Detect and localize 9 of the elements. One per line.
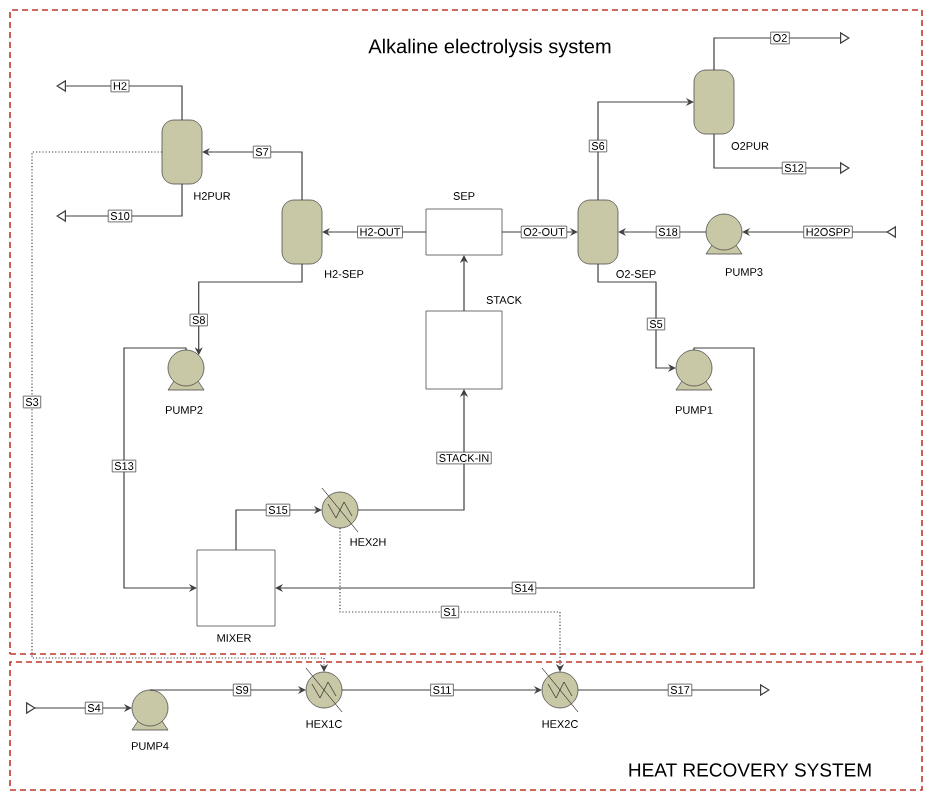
stream-line xyxy=(56,183,183,223)
stream-line xyxy=(339,527,565,672)
stream-line xyxy=(713,31,850,71)
stream-line xyxy=(235,505,322,551)
stream-line xyxy=(597,97,694,201)
equipment-label: Alkaline electrolysis system xyxy=(368,38,611,58)
equipment-label: HEAT RECOVERY SYSTEM xyxy=(629,763,871,777)
stream-line xyxy=(31,151,329,672)
stream-line xyxy=(275,347,755,593)
